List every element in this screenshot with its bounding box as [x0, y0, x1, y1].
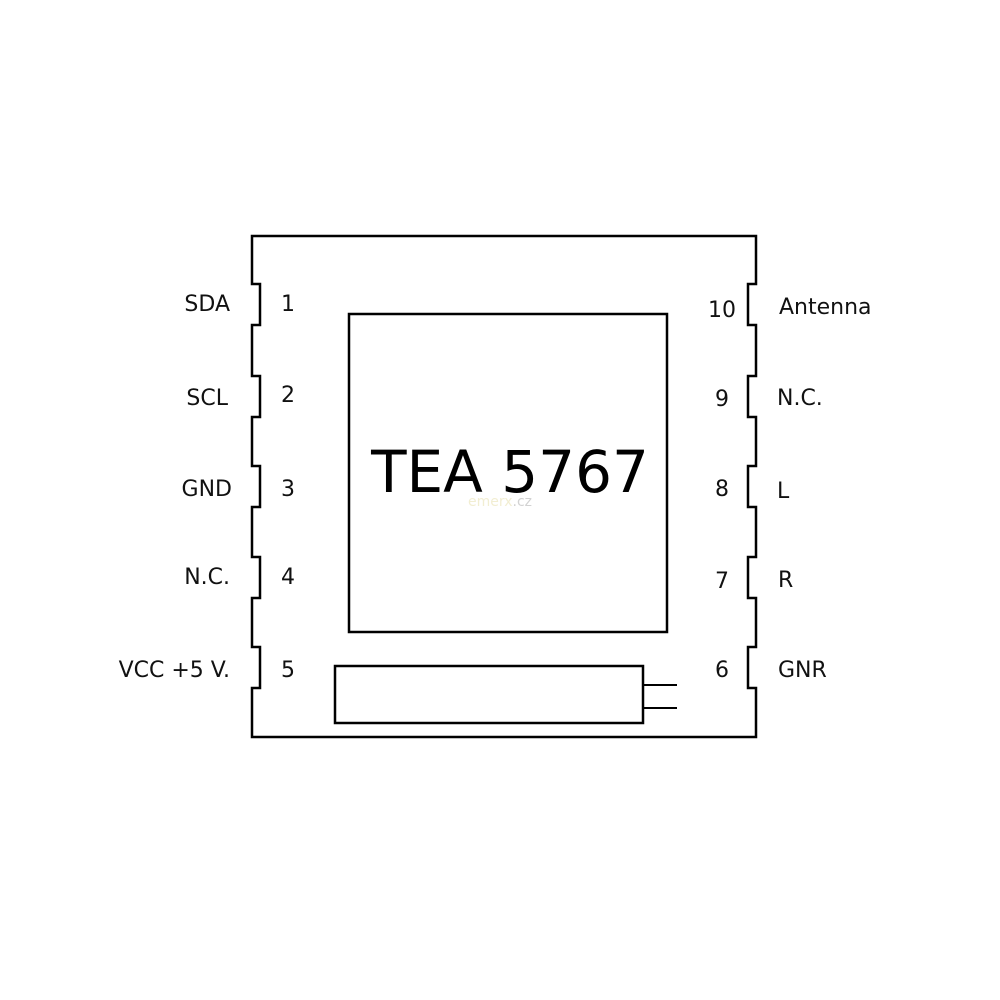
pin-number-5: 5 — [281, 658, 295, 683]
pin-label-r: R — [778, 568, 793, 593]
pin-label-gnd: GND — [182, 477, 232, 502]
ic-chip — [347, 312, 669, 634]
pin-number-7: 7 — [715, 569, 729, 594]
watermark: emerx.cz — [468, 494, 532, 510]
pin-number-3: 3 — [281, 477, 295, 502]
chip-title: TEA 5767 — [370, 438, 649, 506]
pin-label-vcc: VCC +5 V. — [119, 658, 230, 683]
watermark-tld: .cz — [513, 494, 533, 510]
pin-number-10: 10 — [708, 298, 736, 323]
pin-label-gnr: GNR — [778, 658, 827, 683]
pin-label-scl: SCL — [186, 386, 228, 411]
pin-number-2: 2 — [281, 383, 295, 408]
pin-label-l: L — [777, 479, 790, 504]
module-outline — [250, 234, 758, 739]
crystal-component — [333, 664, 645, 725]
pin-number-9: 9 — [715, 387, 729, 412]
pin-label-sda: SDA — [184, 292, 230, 317]
pin-number-4: 4 — [281, 565, 295, 590]
pin-label-antenna: Antenna — [779, 295, 872, 320]
pin-number-8: 8 — [715, 477, 729, 502]
pin-number-6: 6 — [715, 658, 729, 683]
pin-label-nc-left: N.C. — [184, 565, 230, 590]
pin-label-nc-right: N.C. — [777, 386, 823, 411]
pin-number-1: 1 — [281, 292, 295, 317]
watermark-brand: emerx — [468, 494, 513, 510]
